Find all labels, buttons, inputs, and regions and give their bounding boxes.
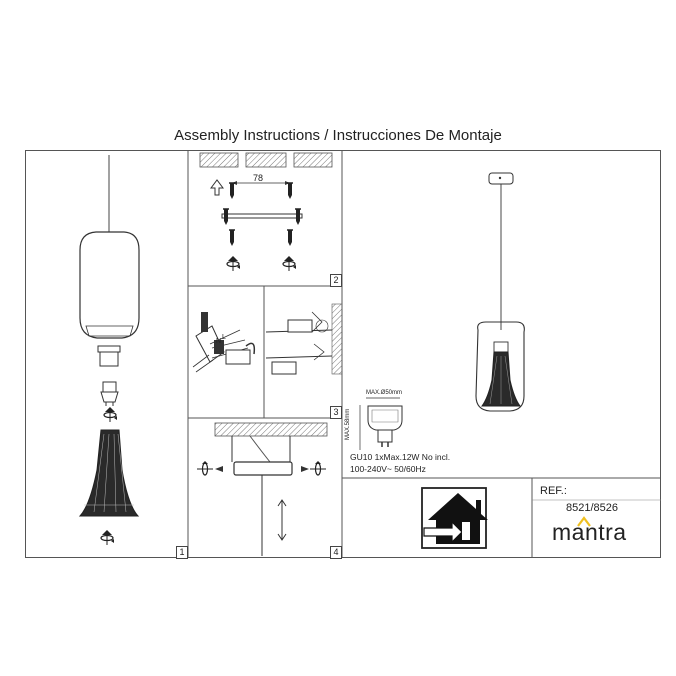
assembled-lamp-drawing [475, 172, 525, 412]
panel-number-3: 3 [330, 406, 342, 419]
panel-number-1: 1 [176, 546, 188, 559]
max-diameter-label: MAX.Ø50mm [366, 390, 403, 396]
live-label: L [222, 334, 226, 341]
neutral-label: N [216, 338, 221, 345]
indoor-use-house-icon [421, 487, 488, 549]
reference-codes: 8521/8526 [566, 502, 618, 514]
panel-number-2: 2 [330, 274, 342, 287]
panel-3-wiring: N L [192, 303, 343, 375]
panel-number-4: 4 [330, 546, 342, 559]
brand-logo: mantra [552, 519, 627, 545]
bracket-spacing-label: 78 [253, 173, 264, 183]
instruction-frame [25, 150, 661, 558]
bulb-spec-line-1: GU10 1xMax.12W No incl. [350, 452, 451, 462]
max-height-label: MAX.58mm [345, 408, 351, 440]
document-title: Assembly Instructions / Instrucciones De… [174, 127, 502, 144]
panel-4-canopy-fixing [196, 422, 328, 556]
panel-1-exploded-lamp [78, 155, 140, 546]
panel-2-bracket-mounting [199, 152, 333, 272]
bulb-spec-drawing [359, 397, 403, 450]
bulb-spec-line-2: 100-240V~ 50/60Hz [350, 464, 426, 474]
brand-accent-mark [577, 516, 591, 527]
reference-label: REF.: [540, 485, 567, 497]
